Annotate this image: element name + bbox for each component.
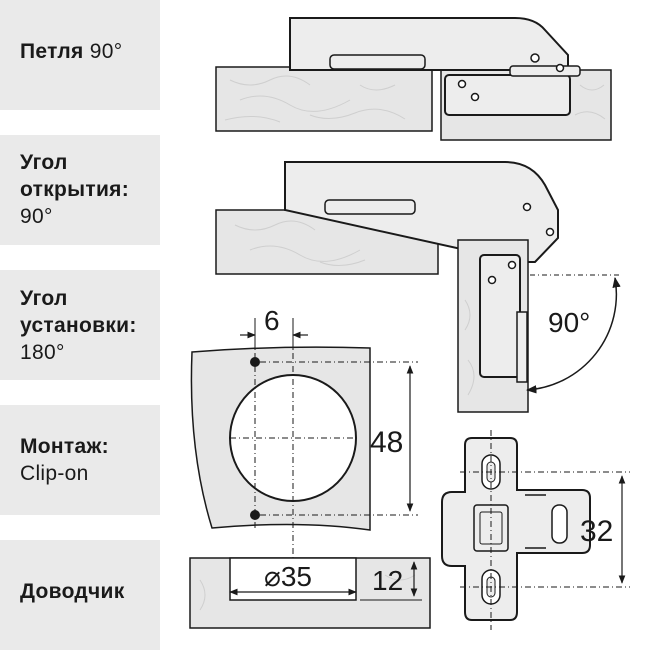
hinge-label: Петля bbox=[20, 40, 84, 63]
plate-spacing-label: 32 bbox=[580, 515, 613, 548]
screw-hole-top bbox=[250, 357, 260, 367]
mounting-plate bbox=[441, 437, 591, 621]
cabinet-side-board-2 bbox=[215, 209, 439, 275]
cup-section-view: ⌀35 12 bbox=[189, 557, 431, 629]
cup-diameter-label: ⌀35 bbox=[264, 561, 312, 592]
hinge-arm-open bbox=[284, 161, 559, 263]
mounting-label: Монтаж: bbox=[20, 435, 109, 458]
opened-hinge-view: 90° bbox=[215, 161, 622, 413]
cup-hole-view: 48 6 bbox=[190, 305, 418, 605]
install-angle-panel: Угол установки: 180° bbox=[0, 270, 160, 380]
mounting-plate-view: 32 bbox=[441, 430, 630, 630]
hinge-type-panel: Петля 90° bbox=[0, 0, 160, 110]
opening-angle-label-2: открытия: bbox=[20, 178, 130, 201]
screw-hole-bottom bbox=[250, 510, 260, 520]
angle-arc bbox=[525, 276, 621, 394]
hole-offset-label: 6 bbox=[264, 305, 280, 336]
opening-angle-label-1: Угол bbox=[20, 151, 68, 174]
install-angle-value: 180° bbox=[20, 341, 65, 364]
cup-depth-label: 12 bbox=[372, 565, 403, 596]
plate-height-label: 48 bbox=[370, 426, 403, 459]
install-angle-label-1: Угол bbox=[20, 287, 68, 310]
hinge-value: 90° bbox=[89, 40, 123, 63]
closer-panel: Доводчик bbox=[0, 540, 160, 650]
mounting-panel: Монтаж: Clip-on bbox=[0, 405, 160, 515]
hinge-drawing: 90° 48 6 ⌀35 12 bbox=[189, 17, 630, 630]
mounting-value: Clip-on bbox=[20, 462, 89, 485]
install-angle-label-2: установки: bbox=[20, 314, 137, 337]
wood-grain bbox=[224, 75, 406, 123]
opening-angle-panel: Угол открытия: 90° bbox=[0, 135, 160, 245]
cabinet-side-board bbox=[215, 66, 433, 132]
closer-label: Доводчик bbox=[20, 580, 125, 603]
opening-angle-value: 90° bbox=[20, 205, 53, 228]
open-angle-label: 90° bbox=[548, 307, 590, 338]
closed-hinge-view bbox=[215, 17, 612, 141]
